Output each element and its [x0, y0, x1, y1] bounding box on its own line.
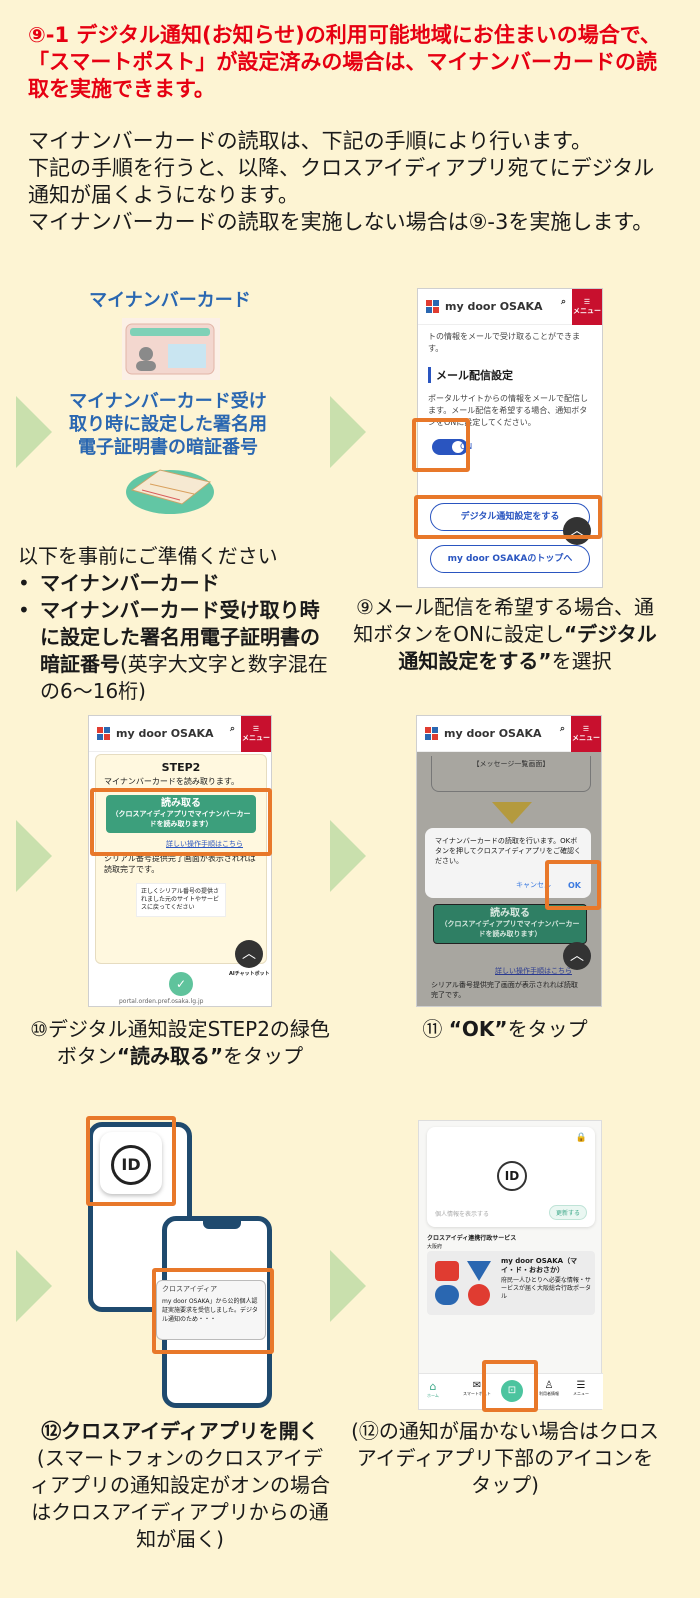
nav-post-icon[interactable]: ✉スマートポスト [463, 1380, 491, 1396]
scroll-top-icon: ︿ [563, 942, 591, 970]
service-name: my door OSAKA（マイ・ド・おおさか） [501, 1257, 578, 1274]
app-icon-highlight [86, 1116, 176, 1206]
prep-list: 以下を事前にご準備ください マイナンバーカード マイナンバーカード受け取り時に設… [18, 543, 336, 705]
arrow-icon [16, 1250, 52, 1322]
nav-account-icon[interactable]: ♙利用者情報 [539, 1380, 559, 1396]
toggle-highlight [412, 418, 470, 472]
prep-item-pin: マイナンバーカード受け取り時に設定した署名用電子証明書の暗証番号(英字大文字と数… [18, 597, 336, 705]
arrow-icon [16, 820, 52, 892]
dialog-text: マイナンバーカードの読取を行います。OKボタンを押してクロスアイディアプリをご確… [435, 837, 581, 865]
manual-link: 詳しい操作手順はこちら [495, 967, 572, 975]
top-page-button[interactable]: my door OSAKAのトップへ [430, 545, 590, 573]
step2-panel: STEP2 マイナンバーカードを読み取ります。 読み取る （クロスアイディアプリ… [95, 754, 267, 964]
crossid-logo-icon: ID [497, 1161, 527, 1191]
nav-home-icon[interactable]: ⌂ホーム [427, 1380, 439, 1398]
lock-icon: 🔒 [575, 1133, 587, 1143]
id-card-panel: 🔒 ID 個人情報を表示する 更新する [427, 1127, 595, 1227]
site-header: my door OSAKA ⌕ ☰メニュー [417, 716, 601, 752]
envelope-illustration [120, 460, 220, 520]
step9-caption: ⑨メール配信を希望する場合、通知ボタンをONに設定し“デジタル通知設定をする”を… [353, 595, 657, 673]
site-header: my door OSAKA ⌕ ☰メニュー [418, 289, 602, 325]
arrow-icon [16, 396, 52, 468]
service-desc: 府民一人ひとりへ必要な情報・サービスが届く大阪総合行政ポータル [501, 1277, 592, 1300]
url-bar: portal.orden.pref.osaka.lg.jp [119, 998, 204, 1005]
region-label: 大阪府 [427, 1244, 443, 1250]
arrow-icon [330, 396, 366, 468]
arrow-icon [330, 820, 366, 892]
warning-heading: ⑨-1 デジタル通知(お知らせ)の利用可能地域にお住まいの場合で、 「スマートポ… [28, 22, 668, 103]
card-label: マイナンバーカード [89, 290, 251, 311]
serial-text: シリアル番号提供完了画面が表示されれば読取完了です。 [431, 981, 578, 999]
ok-highlight [545, 860, 601, 910]
step2-title: STEP2 [161, 761, 201, 774]
serial-text: シリアル番号提供完了画面が表示されれば読取完了です。 [104, 854, 256, 874]
menu-icon[interactable]: ☰メニュー [241, 716, 271, 752]
notification-body: my door OSAKA」から公的個人認証実施要求を受信しました。デジタル通知… [162, 1298, 258, 1323]
nav-menu-icon[interactable]: ☰メニュー [573, 1380, 589, 1396]
menu-icon[interactable]: ☰メニュー [571, 716, 601, 752]
read-button-highlight [90, 788, 272, 856]
step10-caption: ⑩デジタル通知設定STEP2の緑色ボタン“読み取る”をタップ [30, 1017, 330, 1068]
heading-line1: ⑨-1 デジタル通知(お知らせ)の利用可能地域にお住まいの場合で、 [28, 23, 661, 47]
scroll-top-icon[interactable]: ︿ [235, 940, 263, 968]
search-icon[interactable]: ⌕ [559, 724, 565, 734]
step10-screen: my door OSAKA ⌕ ☰メニュー STEP2 マイナンバーカードを読み… [88, 715, 272, 1007]
manual-link[interactable]: 詳しい操作手順はこちら [166, 840, 243, 848]
step12b-caption: (⑫の通知が届かない場合はクロスアイディアプリ下部のアイコンをタップ) [351, 1419, 659, 1497]
button-highlight [414, 495, 602, 539]
mail-section-body: ポータルサイトからの情報をメールで配信します。メール配信を希望する場合、通知ボタ… [428, 394, 588, 427]
bottom-nav: ⌂ホーム ✉スマートポスト ⊡ ♙利用者情報 ☰メニュー [419, 1373, 603, 1409]
note-card: 正しくシリアル番号の提供されました元のサイトやサービスに戻ってください [136, 883, 226, 917]
check-icon: ✓ [169, 972, 193, 996]
ok-button[interactable]: OK [568, 881, 581, 890]
show-info-label[interactable]: 個人情報を表示する [435, 1211, 490, 1218]
notification-app-name: クロスアイディア [162, 1285, 218, 1293]
mynumber-read-icon[interactable]: ⊡ [501, 1380, 523, 1402]
menu-icon[interactable]: ☰メニュー [572, 289, 602, 325]
pin-label: マイナンバーカード受け取り時に設定した署名用電子証明書の暗証番号 [69, 391, 267, 458]
center-icon-highlight [482, 1360, 538, 1412]
search-icon[interactable]: ⌕ [560, 297, 566, 307]
logo-icon [97, 727, 110, 740]
intro-p1: マイナンバーカードの読取は、下記の手順により行います。 [28, 129, 593, 153]
intro-text: マイナンバーカードの読取は、下記の手順により行います。 下記の手順を行うと、以降… [28, 128, 673, 236]
update-button[interactable]: 更新する [548, 1205, 587, 1220]
search-icon[interactable]: ⌕ [229, 724, 235, 734]
services-title: クロスアイディ連携行政サービス [427, 1235, 517, 1242]
site-name: my door OSAKA [445, 300, 543, 313]
logo-icon [426, 300, 439, 313]
crossid-app-icon[interactable]: ID [100, 1132, 162, 1194]
prep-title: 以下を事前にご準備ください [18, 544, 278, 568]
mydoor-logo-icon [433, 1259, 499, 1307]
arrow-icon [330, 1250, 366, 1322]
ai-chat-label[interactable]: AIチャットボット [229, 971, 270, 977]
prep-item-card: マイナンバーカード [18, 570, 336, 597]
service-card[interactable]: my door OSAKA（マイ・ド・おおさか） 府民一人ひとりへ必要な情報・サ… [427, 1251, 595, 1315]
read-button-dimmed: 読み取る （クロスアイディアプリでマイナンバーカードを読み取ります） [433, 904, 587, 944]
mynumber-card-illustration [122, 318, 220, 380]
mail-section-title: メール配信設定 [428, 367, 592, 383]
intro-p3: マイナンバーカードの読取を実施しない場合は⑨-3を実施します。 [28, 210, 654, 234]
site-header: my door OSAKA ⌕ ☰メニュー [89, 716, 271, 752]
logo-icon [425, 727, 438, 740]
notification-highlight [152, 1268, 274, 1354]
notify-toggle[interactable] [432, 439, 468, 455]
step2-desc: マイナンバーカードを読み取ります。 [104, 777, 240, 786]
step11-caption: ⑪ “OK”をタップ [422, 1017, 588, 1041]
read-button[interactable]: 読み取る （クロスアイディアプリでマイナンバーカードを読み取ります） [106, 795, 256, 833]
notification-card[interactable]: クロスアイディア my door OSAKA」から公的個人認証実施要求を受信しま… [156, 1280, 266, 1340]
intro-p2: 下記の手順を行うと、以降、クロスアイディアプリ宛てにデジタル通知が届くようになり… [28, 156, 655, 207]
step12-caption: ⑫クロスアイディアプリを開く(スマートフォンのクロスアイディアプリの通知設定がオ… [30, 1419, 330, 1551]
message-list-label: 【メッセージ一覧画面】 [431, 756, 591, 792]
step9-intro: トの情報をメールで受け取ることができます。 [428, 332, 580, 353]
heading-line2: 「スマートポスト」が設定済みの場合は、マイナンバーカードの読取を実施できます。 [28, 50, 657, 101]
down-arrow-icon [492, 802, 532, 824]
cancel-button[interactable]: キャンセル [516, 881, 551, 889]
